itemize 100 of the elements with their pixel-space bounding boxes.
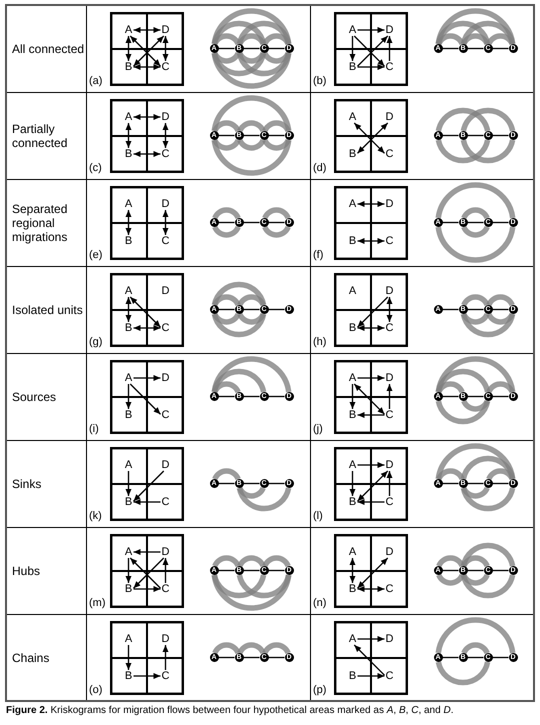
double-arrow (358, 201, 384, 207)
baseline-segment (492, 396, 508, 398)
flow-arc (460, 139, 516, 164)
panel-label: (h) (313, 336, 326, 349)
flow-arc (460, 108, 516, 132)
baseline-segment (218, 48, 234, 50)
flow-arc (461, 642, 490, 654)
area-letter: C (160, 148, 170, 160)
area-letter: C (160, 409, 170, 421)
area-letter: B (124, 583, 134, 595)
area-letter: D (384, 372, 394, 384)
area-letter: A (124, 633, 134, 645)
baseline-segment (244, 656, 260, 658)
flow-arc (212, 282, 266, 306)
flow-arc (212, 468, 241, 480)
arrow (130, 384, 161, 415)
baseline-segment (268, 48, 284, 50)
arrow (350, 384, 356, 409)
flow-arc (436, 555, 465, 568)
double-arrow (126, 297, 132, 322)
arrow (162, 645, 168, 670)
area-letter: C (384, 235, 394, 247)
area-letter: C (384, 322, 394, 334)
area-letter: A (124, 459, 134, 471)
flow-arc (436, 617, 516, 654)
arrow (126, 645, 132, 670)
flow-arc (212, 52, 292, 89)
flow-arc (212, 574, 266, 598)
flow-arc (212, 140, 292, 176)
figure-caption: Figure 2. Kriskograms for migration flows between four hypothetical areas marked as A, B, C, and D. (6, 705, 454, 717)
double-arrow (357, 558, 388, 589)
flow-arc (237, 555, 266, 568)
area-letter: C (160, 670, 170, 682)
area-letter: A (124, 198, 134, 210)
panel-label: (e) (89, 249, 102, 262)
area-letter: C (160, 322, 170, 334)
area-letter: B (348, 235, 358, 247)
baseline-segment (218, 134, 234, 136)
area-letter: A (348, 372, 358, 384)
area-letter: C (384, 670, 394, 682)
area-letter: B (124, 496, 134, 508)
panel-label: (c) (89, 162, 102, 175)
baseline-segment (442, 134, 458, 136)
arrow (126, 558, 132, 583)
flow-arc (461, 294, 490, 306)
arrow (134, 375, 160, 381)
area-letter: A (348, 24, 358, 36)
panel-label: (g) (89, 336, 102, 349)
flow-arc (212, 207, 241, 220)
flow-arc (436, 8, 516, 44)
flow-arc (212, 555, 241, 568)
baseline-segment (468, 656, 484, 658)
arrow (357, 296, 388, 328)
arrow (358, 462, 384, 468)
arrow (350, 36, 356, 61)
arrow (133, 470, 164, 502)
double-arrow (358, 238, 384, 244)
panel-label: (d) (313, 162, 326, 175)
area-letter: A (124, 111, 134, 123)
baseline-segment (468, 134, 484, 136)
arrow (350, 471, 356, 496)
area-letter: A (124, 546, 134, 558)
baseline-segment (492, 570, 508, 572)
flow-arc (212, 356, 292, 392)
double-arrow (130, 296, 161, 328)
flow-arc (461, 486, 490, 499)
area-letter: B (124, 61, 134, 73)
flow-arc (460, 542, 516, 567)
flow-arc (460, 487, 516, 512)
baseline-segment (442, 308, 458, 310)
double-arrow (134, 27, 160, 33)
arrow (386, 36, 392, 61)
flow-arc (436, 226, 516, 263)
baseline-segment (244, 482, 260, 484)
baseline-segment (268, 396, 284, 398)
area-letter: D (384, 285, 394, 297)
double-arrow (126, 210, 132, 235)
arrow (358, 64, 384, 70)
area-letter: D (160, 372, 170, 384)
area-letter: B (348, 583, 358, 595)
baseline-segment (244, 48, 260, 50)
baseline-segment (218, 656, 234, 658)
arrow (126, 384, 132, 409)
flow-arc (436, 443, 516, 480)
arrow (358, 27, 384, 33)
baseline-segment (468, 308, 484, 310)
baseline-segment (268, 308, 284, 310)
arrow (358, 499, 384, 505)
area-letter: D (384, 198, 394, 210)
arrow (354, 644, 385, 676)
area-letter: A (124, 372, 134, 384)
flow-arc (436, 139, 490, 164)
area-letter: B (124, 235, 134, 247)
flow-arc (460, 574, 516, 598)
baseline-segment (442, 570, 458, 572)
flow-arc (212, 313, 266, 338)
arrow (386, 471, 392, 496)
area-letter: B (348, 322, 358, 334)
flow-arc (486, 294, 515, 306)
flow-arc (262, 226, 291, 238)
